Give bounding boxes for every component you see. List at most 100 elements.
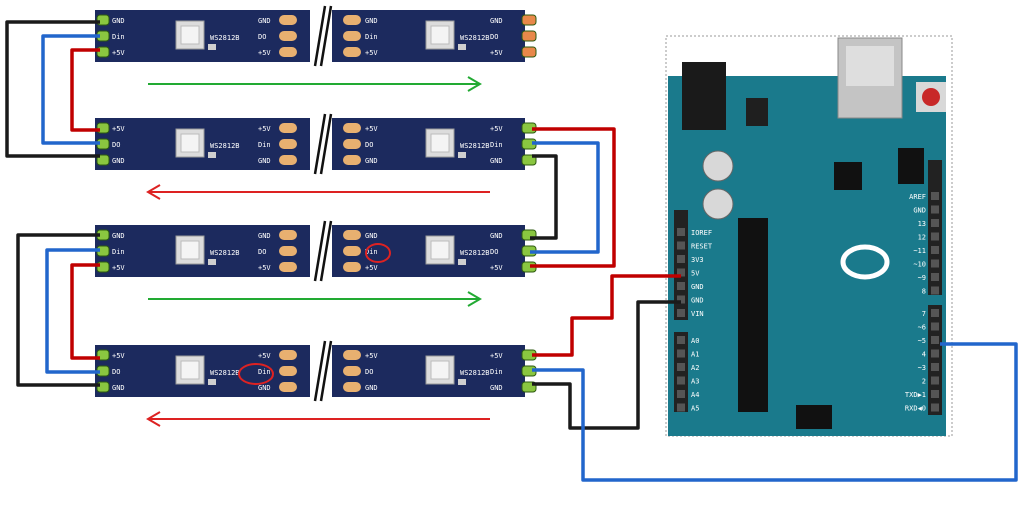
solder-pad [279,155,297,165]
pin-label: GND [258,232,271,240]
pin-label: DO [258,248,266,256]
arduino-board: IOREFRESET3V35VGNDGNDVINA0A1A2A3A4A5AREF… [665,35,953,437]
solder-pad [343,366,361,376]
highlight-circle [238,363,274,385]
cut-mark [319,220,333,282]
pin-label: GND [365,17,378,25]
digital-pin-label: GND [913,207,926,215]
pin-label: Din [258,368,271,376]
power-pin-label: GND [691,283,704,291]
wires [5,20,1018,482]
capacitor [458,259,466,265]
power-pin-label: RESET [691,243,713,251]
pin-label: +5V [490,352,503,360]
pin-label: Din [365,248,378,256]
solder-pad [279,123,297,133]
capacitor [208,152,216,158]
header-pin [677,309,685,317]
power-jack [682,62,726,130]
highlight-circle [365,243,391,263]
analog-pin-label: A1 [691,351,699,359]
pin-label: +5V [365,352,378,360]
header-pin [931,376,939,385]
header-pin [931,309,939,317]
direction-arrow-3 [148,291,482,307]
wire-5v [70,48,100,132]
power-pin-label: 5V [691,270,700,278]
digital-pin-label: ~9 [918,274,926,282]
arrow-head [146,411,161,427]
analog-pin-label: A4 [691,391,699,399]
solder-pad [343,31,361,41]
microcontroller [738,218,768,412]
header-pin [677,376,685,385]
capacitor [208,259,216,265]
direction-arrow-2 [146,184,490,200]
header-pin [931,322,939,331]
header-pin [677,390,685,398]
digital-pin-label: AREF [909,193,926,201]
led-window [180,360,200,380]
header-pin [931,259,939,268]
pin-label: DO [112,368,120,376]
pin-label: +5V [112,125,125,133]
capacitor [208,44,216,50]
wire-5v-arduino [532,274,681,357]
wire-gnd [5,20,100,158]
chip-label: WS2812B [210,142,240,150]
capacitor [702,150,734,182]
solder-pad [343,47,361,57]
led-window [180,25,200,45]
pcb [668,76,946,436]
digital-pin-label: ~6 [918,324,926,332]
cut-mark [319,5,333,67]
pin-label: +5V [490,49,503,57]
pin-label: +5V [365,264,378,272]
header-pin [677,255,685,263]
led-strip-1: GNDDin+5VGNDDO+5VGNDDin+5VGNDDO+5VWS2812… [95,5,537,67]
digital-header-low [928,305,942,415]
chip-label: WS2812B [210,34,240,42]
chip-label: WS2812B [460,369,490,377]
pin-label: +5V [258,49,271,57]
pin-label: +5V [490,264,503,272]
digital-pin-label: 12 [918,234,926,242]
led-window [430,133,450,153]
pin-label: +5V [112,264,125,272]
usb-inner [846,46,894,86]
header-pin [931,219,939,227]
pin-label: GND [258,17,271,25]
solder-pad [279,246,297,256]
header-pin [931,403,939,412]
pin-label: GND [112,157,125,165]
wire-gnd [530,154,558,240]
power-pin-label: 3V3 [691,256,704,264]
led-window [180,240,200,260]
pin-label: Din [365,33,378,41]
pin-label: DO [365,141,373,149]
power-pin-label: IOREF [691,229,712,237]
analog-pin-label: A3 [691,378,699,386]
pin-label: GND [258,384,271,392]
pin-label: GND [112,384,125,392]
solder-pad [343,15,361,25]
wire-gnd-arduino [532,300,681,430]
pin-label: DO [112,141,120,149]
icsp-header [796,405,832,429]
pin-label: +5V [258,264,271,272]
cut-mark [313,113,327,175]
chip-label: WS2812B [460,249,490,257]
connector-pad-right [521,14,537,26]
chip-label: WS2812B [210,369,240,377]
digital-pin-label: ~11 [913,247,926,255]
led-strip-4: +5VDOGND+5VDinGND+5VDOGND+5VDinGNDWS2812… [95,340,537,402]
led-window [430,360,450,380]
solder-pad [279,262,297,272]
direction-arrow-4 [146,411,490,427]
header-pin [931,232,939,241]
header-pin [677,403,685,412]
header-pin [931,205,939,214]
solder-pad [343,350,361,360]
wire-data-arduino [532,342,1018,482]
